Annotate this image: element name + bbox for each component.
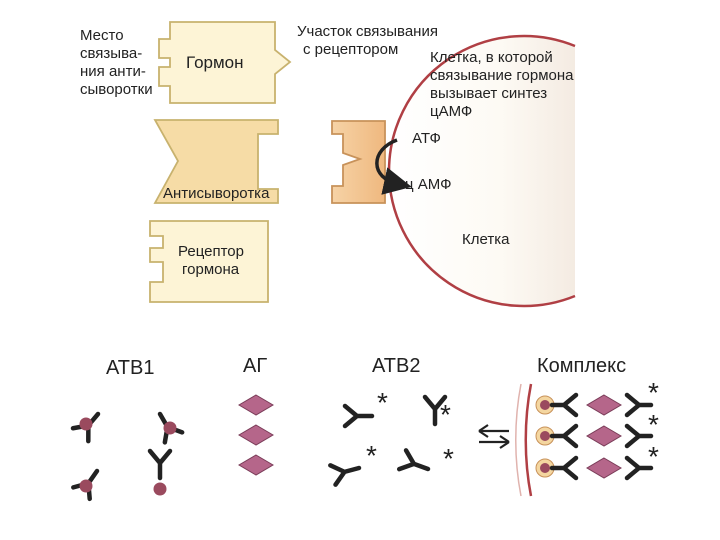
svg-text:*: *: [648, 409, 659, 440]
svg-text:Участок связывания: Участок связывания: [297, 23, 438, 40]
svg-text:сыворотки: сыворотки: [80, 81, 153, 98]
complex-row: *: [535, 441, 659, 481]
atb1-bead: [79, 479, 93, 493]
svg-text:связыва-: связыва-: [80, 45, 142, 62]
atp-to-camp-arrow: [375, 138, 412, 195]
antiserum-site-label: Место связыва- ния анти- сыворотки: [80, 27, 153, 98]
svg-text:связывание гормона: связывание гормона: [430, 67, 574, 84]
svg-text:Рецептор: Рецептор: [178, 243, 244, 260]
receptor-label: Рецептор гормона: [178, 243, 244, 278]
atb1-bead: [163, 421, 177, 435]
svg-text:*: *: [648, 441, 659, 472]
hormone-label: Гормон: [186, 53, 244, 72]
complex-membrane: [524, 383, 533, 497]
label-asterisk: *: [366, 440, 377, 471]
hormone-block: [158, 21, 292, 104]
label-asterisk: *: [443, 443, 454, 474]
antigen: [238, 424, 274, 446]
antiserum-block: [153, 119, 279, 204]
atb1-label: АТВ1: [106, 357, 154, 379]
svg-text:с рецептором: с рецептором: [303, 41, 398, 58]
antiserum-label: Антисыворотка: [163, 185, 270, 202]
antigen: [238, 394, 274, 416]
atp-label: АТФ: [412, 130, 441, 147]
svg-text:цАМФ: цАМФ: [430, 103, 472, 120]
complex-row: *: [535, 377, 659, 418]
antigen: [238, 454, 274, 476]
atb1-bead: [79, 417, 93, 431]
cell-description-label: Клетка, в которой связывание гормона выз…: [430, 49, 574, 120]
label-asterisk: *: [440, 399, 451, 430]
svg-text:Место: Место: [80, 27, 124, 44]
atb1-bead: [153, 482, 167, 496]
ag-label: АГ: [243, 355, 267, 377]
complex-label: Комплекс: [537, 355, 626, 377]
equilibrium-arrows-icon: [478, 424, 510, 449]
atb2-antibody: [342, 403, 375, 429]
atb2-antibody: [396, 448, 431, 472]
atb1-antibody: [147, 448, 173, 481]
svg-text:вызывает синтез: вызывает синтез: [430, 85, 547, 102]
complex-row: *: [535, 409, 659, 449]
cell-label: Клетка: [462, 231, 510, 248]
label-asterisk: *: [377, 387, 388, 418]
svg-text:*: *: [648, 377, 659, 408]
receptor-block: [149, 220, 269, 303]
camp-label: ц АМФ: [405, 176, 452, 193]
complex-membrane: [515, 383, 522, 497]
atb2-antibody: [328, 463, 362, 487]
atb2-antibody: [422, 394, 448, 427]
svg-text:гормона: гормона: [182, 261, 240, 278]
atb2-label: АТВ2: [372, 355, 420, 377]
svg-text:ния анти-: ния анти-: [80, 63, 146, 80]
receptor-binding-site-label: Участок связывания с рецептором: [297, 23, 438, 58]
svg-text:Клетка, в которой: Клетка, в которой: [430, 49, 553, 66]
